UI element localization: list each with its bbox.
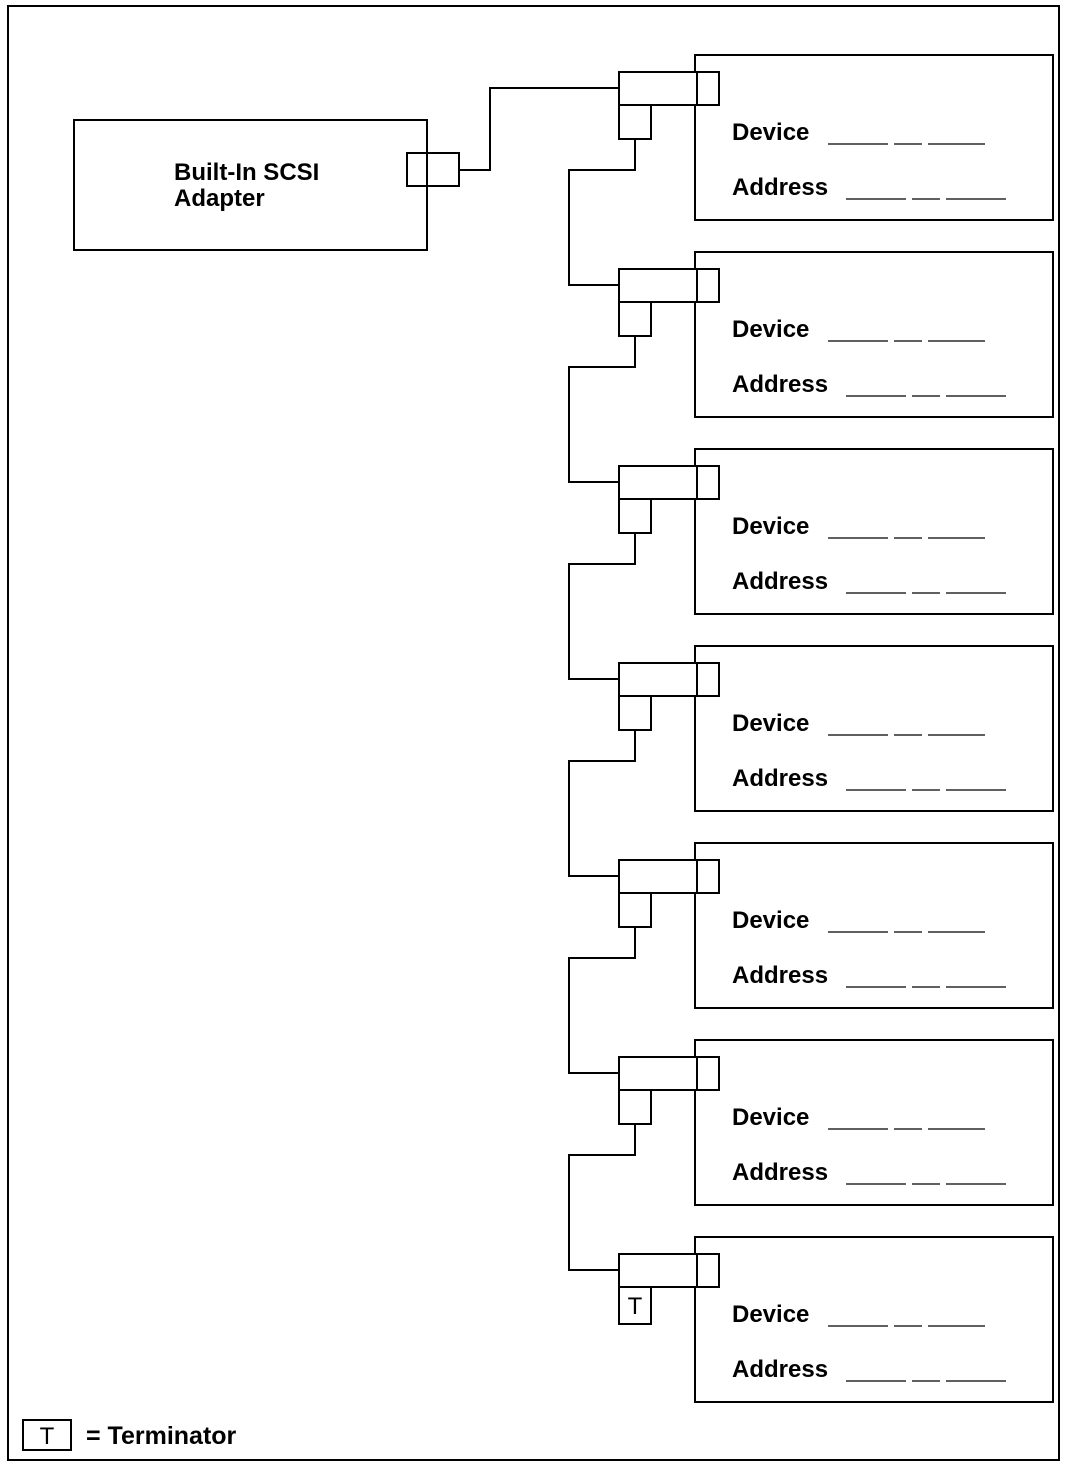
device-label: Device xyxy=(732,907,809,934)
t-connector xyxy=(618,859,698,894)
address-label: Address xyxy=(732,962,828,989)
t-connector xyxy=(618,71,698,106)
device-label: Device xyxy=(732,1104,809,1131)
t-connector-down xyxy=(618,301,652,337)
device-label: Device xyxy=(732,1301,809,1328)
chain-cable xyxy=(568,730,636,877)
device-chain: DeviceAddressDeviceAddressDeviceAddressD… xyxy=(568,54,1054,1403)
adapter-label-line1: Built-In SCSI xyxy=(174,159,319,186)
chain-cable xyxy=(568,1124,636,1271)
t-connector xyxy=(618,268,698,303)
address-label: Address xyxy=(732,765,828,792)
adapter-cable xyxy=(459,87,619,171)
device-label: Device xyxy=(732,119,809,146)
adapter-label-line2: Adapter xyxy=(174,185,265,212)
adapter-port xyxy=(406,152,460,187)
t-connector-down xyxy=(618,104,652,140)
device-box xyxy=(694,645,1054,812)
legend-terminator-text: = Terminator xyxy=(86,1422,237,1450)
device-box xyxy=(694,251,1054,418)
address-label: Address xyxy=(732,174,828,201)
t-connector-down xyxy=(618,695,652,731)
address-label: Address xyxy=(732,1159,828,1186)
device-box xyxy=(694,54,1054,221)
adapter-box xyxy=(73,119,428,251)
device-port xyxy=(696,1056,720,1091)
t-connector xyxy=(618,1253,698,1288)
t-connector xyxy=(618,662,698,697)
legend-terminator-symbol: T xyxy=(40,1423,55,1450)
terminator-symbol: T xyxy=(628,1293,643,1320)
device-label: Device xyxy=(732,316,809,343)
device-label: Device xyxy=(732,513,809,540)
device-port xyxy=(696,1253,720,1288)
legend: T = Terminator xyxy=(22,1419,237,1451)
device-port xyxy=(696,662,720,697)
terminator xyxy=(618,1286,652,1325)
device-port xyxy=(696,465,720,500)
page-frame xyxy=(7,5,1060,1461)
device-box xyxy=(694,1039,1054,1206)
chain-cable xyxy=(568,927,636,1074)
device-box xyxy=(694,448,1054,615)
device-label: Device xyxy=(732,710,809,737)
device-box xyxy=(694,842,1054,1009)
device-port xyxy=(696,71,720,106)
chain-cable xyxy=(568,336,636,483)
device-port xyxy=(696,859,720,894)
scsi-adapter: Built-In SCSI Adapter xyxy=(73,119,460,251)
t-connector-down xyxy=(618,892,652,928)
address-label: Address xyxy=(732,1356,828,1383)
address-label: Address xyxy=(732,568,828,595)
chain-cable xyxy=(568,139,636,286)
address-label: Address xyxy=(732,371,828,398)
chain-cable xyxy=(568,533,636,680)
legend-terminator-box xyxy=(22,1419,72,1451)
t-connector-down xyxy=(618,498,652,534)
t-connector xyxy=(618,465,698,500)
device-port xyxy=(696,268,720,303)
t-connector xyxy=(618,1056,698,1091)
device-box xyxy=(694,1236,1054,1403)
t-connector-down xyxy=(618,1089,652,1125)
